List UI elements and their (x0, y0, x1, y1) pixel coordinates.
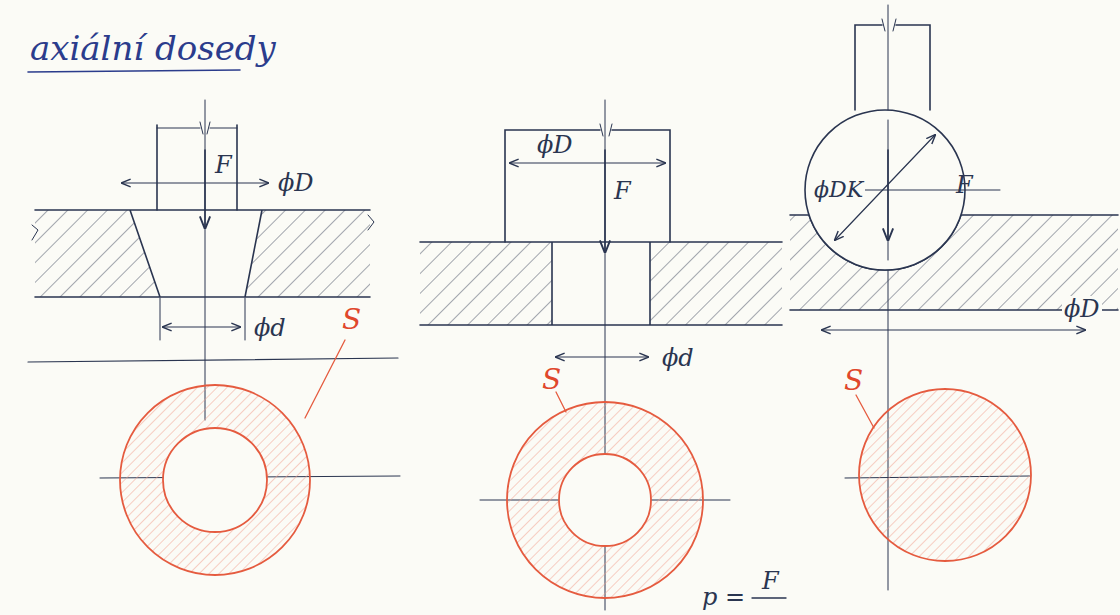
dimension-label: ϕd (252, 315, 288, 341)
force-label: F (213, 152, 234, 178)
force-label: F (612, 178, 633, 204)
dimension-label: ϕD (276, 170, 316, 196)
sheet-title: axiální dosedy (30, 30, 276, 67)
area-label: S (340, 305, 363, 335)
force-label: F (954, 172, 975, 198)
formula: F (760, 568, 781, 594)
dimension-label: ϕd (660, 345, 696, 371)
dimension-label: ϕDK (812, 178, 865, 202)
formula: p = (700, 584, 747, 610)
dimension-label: ϕD (1062, 296, 1102, 322)
dimension-label: ϕD (535, 132, 575, 158)
area-label: S (842, 366, 865, 396)
area-label: S (540, 365, 563, 395)
